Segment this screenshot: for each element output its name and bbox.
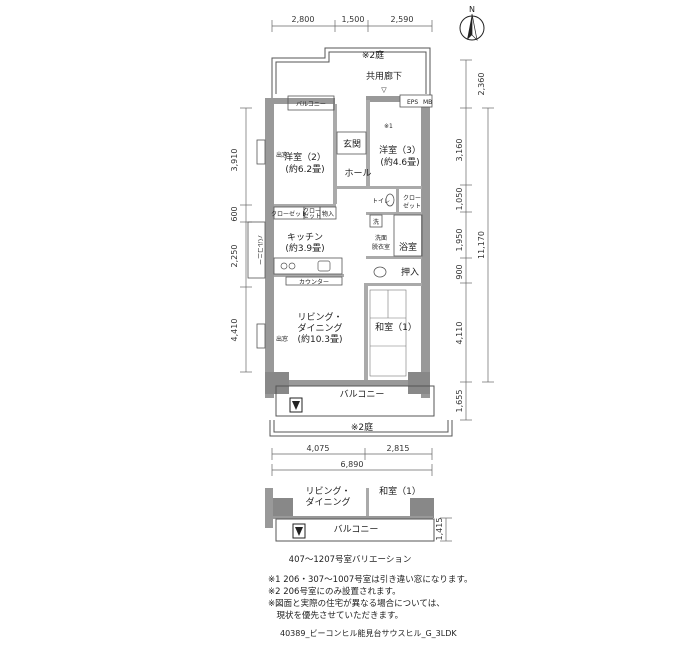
washroom-label: 洗面 xyxy=(375,234,387,242)
dim-right-4: 1,950 xyxy=(455,229,464,252)
kitchen-label: キッチン xyxy=(287,232,323,243)
dim-right-3: 1,050 xyxy=(455,188,464,211)
variation-living2-label: ダイニング xyxy=(305,496,350,508)
washbasin-icon xyxy=(373,266,387,278)
room3-label: 洋室（3） xyxy=(379,144,421,156)
dim-right-total: 11,170 xyxy=(477,231,486,259)
top-dimensions xyxy=(271,20,433,32)
arrow-down-icon: ▽ xyxy=(381,86,387,94)
dim-top-3: 2,590 xyxy=(391,15,414,24)
dim-left-1: 3,910 xyxy=(230,149,239,172)
closet3-label: クロー xyxy=(403,195,421,202)
closet2-label: クローゼット xyxy=(271,210,307,218)
note-1: ※1 206・307～1007号室は引き違い窓になります。 xyxy=(268,575,473,585)
room3-size: (約4.6畳) xyxy=(380,156,419,168)
note-2: ※2 206号室にのみ設置されます。 xyxy=(268,587,401,597)
dim-right-5: 900 xyxy=(455,264,464,279)
dim-bottom-1: 4,075 xyxy=(307,444,330,453)
wash-label: 洗 xyxy=(373,218,379,226)
closet1b-label: ゼット xyxy=(303,212,321,220)
living2-label: ダイニング xyxy=(297,322,342,334)
balcony-bottom-label: バルコニー xyxy=(340,389,385,400)
garden-top-outline xyxy=(271,47,431,98)
room2-label: 洋室（2） xyxy=(284,151,326,163)
dim-right-1: 2,360 xyxy=(477,73,486,96)
variation-washitsu-label: 和室（1） xyxy=(379,485,421,497)
kitchen-counter xyxy=(273,257,343,275)
bottom-dimensions xyxy=(271,448,433,476)
note-mark-1: ※1 xyxy=(384,123,393,130)
eps-label: EPS xyxy=(407,99,418,106)
dim-bottom-total: 6,890 xyxy=(341,460,364,469)
dim-variation: 1,415 xyxy=(435,518,444,541)
left-dimensions xyxy=(240,107,252,373)
dim-top-1: 2,800 xyxy=(292,15,315,24)
variation-living-label: リビング・ xyxy=(305,485,350,497)
dim-left-4: 4,410 xyxy=(230,319,239,342)
toilet-icon xyxy=(385,193,395,207)
dim-right-2: 3,160 xyxy=(455,139,464,162)
note-4: 現状を優先させていただきます。 xyxy=(268,611,404,621)
common-corridor-label: 共用廊下 xyxy=(366,70,402,82)
kitchen-size: (約3.9畳) xyxy=(285,242,324,254)
right-dimensions xyxy=(460,59,494,421)
bay-window-1-label: 出窓 xyxy=(276,151,288,159)
bay-window-2-label: 出窓 xyxy=(276,335,288,343)
closet1-label: クロー xyxy=(303,208,321,215)
toilet-label: トイレ xyxy=(372,198,390,205)
balcony-top-label: バルコニー xyxy=(296,101,326,108)
balcony-side-label: バルコニー xyxy=(256,235,263,265)
garden-bottom-label: ※2庭 xyxy=(351,421,373,433)
dim-right-6: 4,110 xyxy=(455,322,464,345)
living-size: (約10.3畳) xyxy=(297,333,342,345)
sink-icon xyxy=(317,260,331,272)
compass-icon xyxy=(459,13,485,42)
dim-left-3: 2,250 xyxy=(230,245,239,268)
note-3: ※図面と実際の住宅が異なる場合については、 xyxy=(268,599,445,609)
washroom2-label: 脱衣室 xyxy=(372,243,390,251)
storage-label: 押入 xyxy=(401,266,419,278)
variation-balcony-label: バルコニー xyxy=(334,524,379,535)
compass-label: N xyxy=(469,5,475,14)
tatami-lines xyxy=(369,289,407,377)
walls xyxy=(265,96,430,398)
entrance-label: 玄関 xyxy=(343,138,361,150)
stove-burner-icon xyxy=(288,262,296,270)
stove-burner-icon xyxy=(280,262,288,270)
living-label: リビング・ xyxy=(297,311,342,323)
counter-label: カウンター xyxy=(299,278,329,286)
storage-small-label: 物入 xyxy=(322,210,334,218)
washitsu-label: 和室（1） xyxy=(375,321,417,333)
hall-label: ホール xyxy=(344,168,371,179)
mb-label: MB xyxy=(423,99,432,106)
dim-left-2: 600 xyxy=(230,206,239,221)
garden-top-label: ※2庭 xyxy=(362,49,384,61)
room2-size: (約6.2畳) xyxy=(285,163,324,175)
bath-label: 浴室 xyxy=(399,241,417,253)
variation-plan xyxy=(265,488,435,542)
footer-code: 40389_ビーコンヒル能見台サウスヒル_G_3LDK xyxy=(280,629,457,638)
dim-top-2: 1,500 xyxy=(342,15,365,24)
variation-caption: 407～1207号室バリエーション xyxy=(289,554,412,565)
closet3b-label: ゼット xyxy=(403,202,421,210)
dim-bottom-2: 2,815 xyxy=(387,444,410,453)
dim-right-7: 1,655 xyxy=(455,390,464,413)
